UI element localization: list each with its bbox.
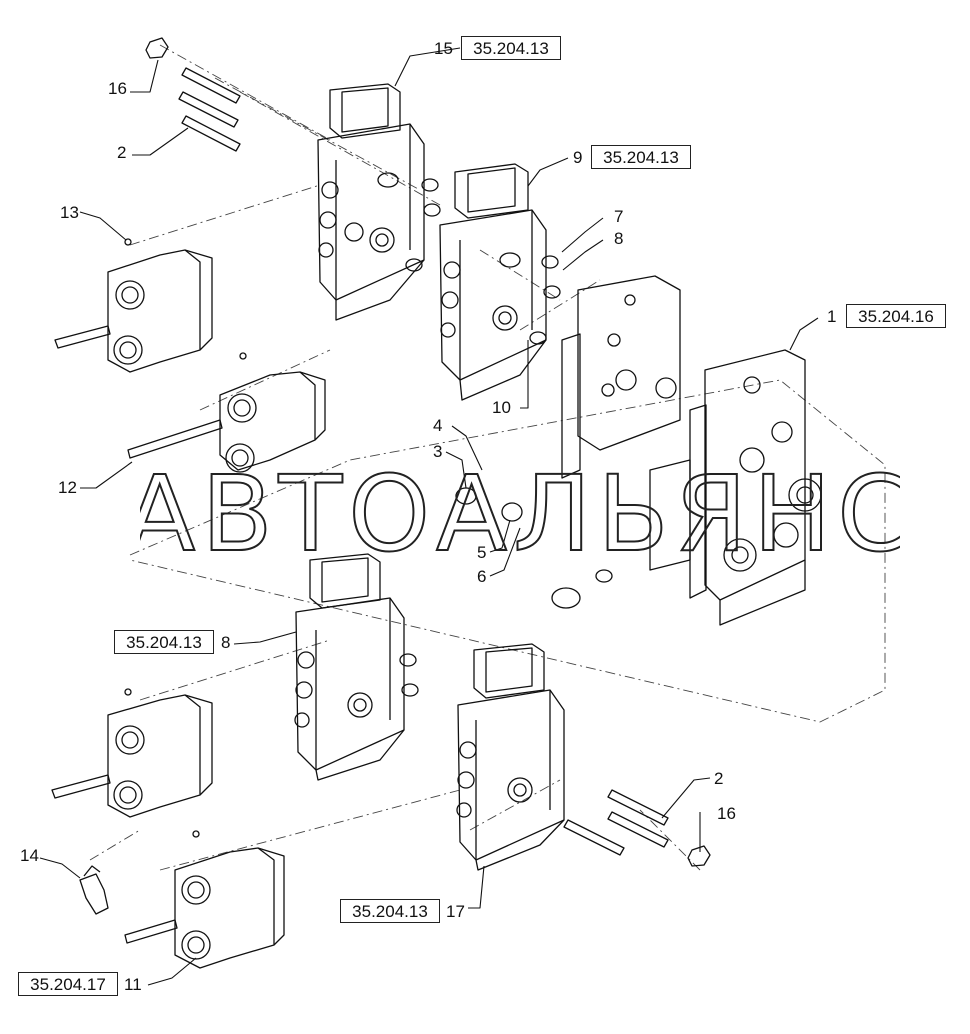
callout-9: 9	[573, 148, 583, 167]
watermark: АВТОАЛЬЯНС	[140, 455, 900, 575]
callout-11: 11	[124, 975, 142, 994]
inlet-body-1	[649, 349, 822, 626]
valve-section-9	[439, 163, 561, 401]
end-cover-middle	[51, 694, 213, 818]
callout-4: 4	[433, 416, 443, 435]
nut-top	[145, 37, 169, 59]
callout-6: 6	[477, 567, 487, 586]
center-small-parts	[455, 487, 613, 609]
inlet-plate	[561, 275, 681, 479]
callout-7: 7	[614, 207, 624, 226]
callout-14: 14	[20, 846, 39, 865]
callout-2-bottom: 2	[714, 769, 724, 788]
callout-2-top: 2	[117, 143, 127, 162]
callout-15: 15	[434, 39, 453, 58]
valve-section-17	[456, 643, 565, 871]
callout-16-bottom: 16	[717, 804, 736, 823]
callout-12: 12	[58, 478, 77, 497]
callout-10: 10	[492, 398, 511, 417]
callout-16-top: 16	[108, 79, 127, 98]
ref-box-9[interactable]: 35.204.13	[591, 145, 691, 169]
callout-3: 3	[433, 442, 443, 461]
callout-8-lower: 8	[221, 633, 231, 652]
cover-screws	[124, 238, 247, 838]
end-cover-13	[54, 249, 213, 373]
callout-1: 1	[827, 307, 837, 326]
ref-box-17[interactable]: 35.204.13	[340, 899, 440, 923]
ref-box-15[interactable]: 35.204.13	[461, 36, 561, 60]
end-cover-12	[127, 371, 326, 473]
callout-5: 5	[477, 543, 487, 562]
assembly-dash-lines	[89, 44, 886, 871]
nut-bottom	[687, 845, 711, 867]
stud-bolts-bottom	[563, 789, 669, 856]
callout-13: 13	[60, 203, 79, 222]
callout-8-top: 8	[614, 229, 624, 248]
callout-17: 17	[446, 902, 465, 921]
ref-box-8[interactable]: 35.204.13	[114, 630, 214, 654]
valve-section-15	[317, 83, 441, 321]
end-cover-11	[124, 847, 285, 969]
leader-lines	[39, 47, 819, 986]
watermark-text: АВТОАЛЬЯНС	[140, 455, 900, 575]
ref-box-11[interactable]: 35.204.17	[18, 972, 118, 996]
valve-section-8	[294, 553, 419, 781]
stud-bolts-top	[178, 67, 241, 152]
elbow-fitting-14	[79, 865, 109, 915]
ref-box-1[interactable]: 35.204.16	[846, 304, 946, 328]
